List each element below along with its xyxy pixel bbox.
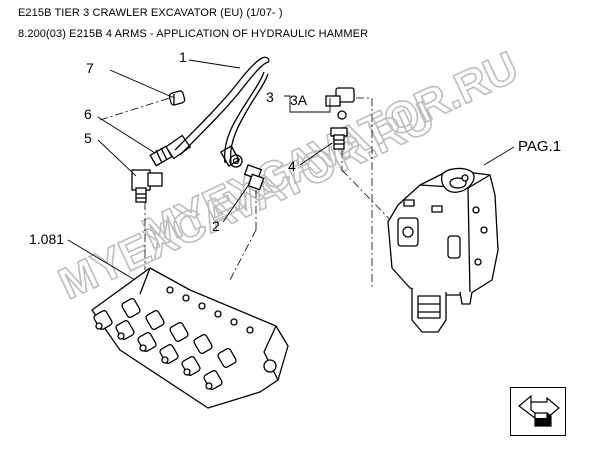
callout-3a: 3A [290,92,308,108]
control-valve-block [387,167,499,333]
callout-1081: 1.081 [29,231,64,247]
callout-2: 2 [212,218,220,234]
return-arrow-icon [518,394,560,427]
adapter-part [149,145,173,167]
plug-part [168,90,186,106]
callout-5: 5 [84,130,92,146]
callout-4: 4 [288,158,296,174]
return-navigation-button[interactable] [510,387,566,436]
hose-assembly [164,56,270,168]
section-title: 8.200(03) E215B 4 ARMS - APPLICATION OF … [18,28,369,40]
adapter-4-part [330,127,348,150]
page-title: E215B TIER 3 CRAWLER EXCAVATOR (EU) (1/0… [18,7,283,19]
solenoid-manifold [91,267,289,409]
nipple-part [243,164,265,191]
elbow-3a-part [325,87,355,120]
callout-3: 3 [266,89,274,105]
callout-7: 7 [86,60,94,76]
solenoid-coils [93,298,237,390]
elbow-fitting [131,169,163,203]
leader-lines [67,59,515,284]
callout-pag1: PAG.1 [518,138,561,155]
callout-6: 6 [84,106,92,122]
callout-1: 1 [179,49,187,65]
